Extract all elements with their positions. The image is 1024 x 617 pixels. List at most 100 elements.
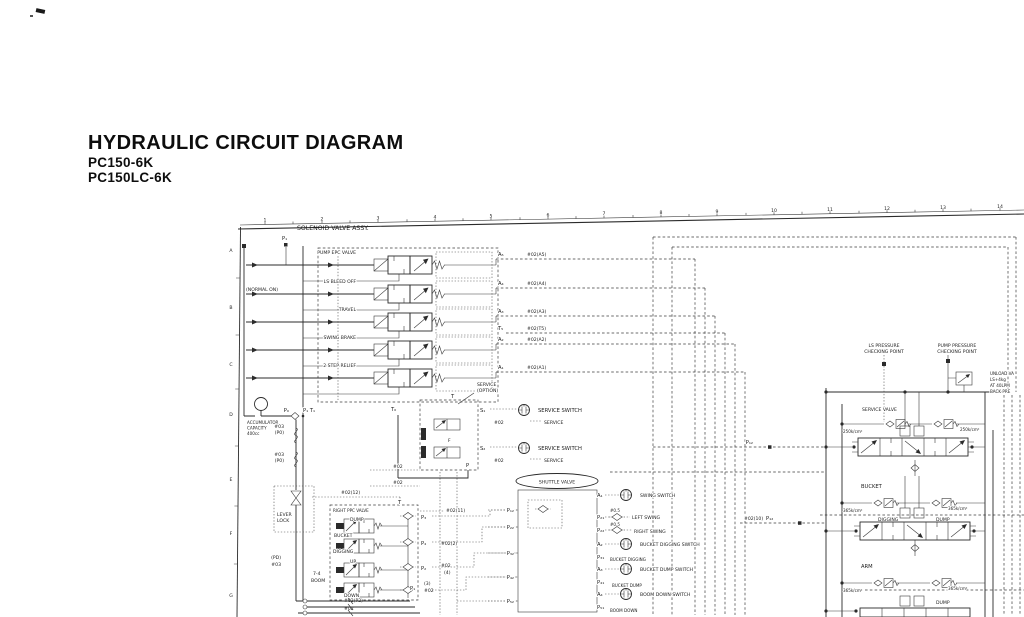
right-ppc-valve: RIGHT PPC VALVE T #02(11) DUMP BUCKET DI… xyxy=(310,499,518,613)
lever-lock-label-2: LOCK xyxy=(277,518,290,524)
relief-valve-icon xyxy=(885,419,912,429)
port-label: A₅ xyxy=(498,252,504,258)
ls-checking-point-label-1: LS PRESSURE xyxy=(868,343,899,349)
port-label-s2: S₂ xyxy=(480,446,485,452)
port-label-p12b: P₁₂ xyxy=(766,516,773,522)
model-name-2: PC150LC-6K xyxy=(88,170,173,185)
lever-lock-valve: LEVER LOCK (PD) #03 xyxy=(270,485,315,569)
wire-tag-3: (3) xyxy=(424,581,431,587)
pump-checking-point-label-2: CHECKING POINT xyxy=(937,349,977,355)
wire-tag-4: (4) xyxy=(444,570,451,576)
right-swing-label: RIGHT SWING xyxy=(634,529,666,535)
port-label-p3: P₃ xyxy=(421,515,426,521)
port-label-t2: T xyxy=(397,500,402,506)
shuttle-valve-block: SHUTTLE VALVE P₁₂ P₂₂ P₃₂ P₄₂ P₅₂ A₁ SWI… xyxy=(488,473,701,614)
page-title: HYDRAULIC CIRCUIT DIAGRAM xyxy=(88,132,404,154)
service-option-block: SERVICE (OPTION) T F P S₁ #02 SERVICE SW… xyxy=(397,381,582,479)
port-label-p41: P₄₁ xyxy=(597,580,604,586)
ruler-number: 8 xyxy=(660,210,663,216)
assembly-title: SOLENOID VALVE ASSY. xyxy=(297,225,369,232)
accumulator-label-2: CAPACITY xyxy=(247,426,267,431)
ruler-number: 1 xyxy=(264,218,267,224)
port-label-a3: A₃ xyxy=(597,567,603,573)
port-label-s1: S₁ xyxy=(480,408,485,414)
relief-valve-icon xyxy=(933,419,960,429)
port-label-p1b: P₁ xyxy=(410,586,415,592)
solenoid-valve-pump-epc: PUMP EPC VALVE xyxy=(246,249,497,282)
bucket-spool xyxy=(853,521,977,541)
ruler-number: 11 xyxy=(827,207,833,213)
bottom-hose-lines xyxy=(296,597,420,617)
ppc-section-ref: 7-4 xyxy=(313,571,321,577)
wire-tag: #02(A1) xyxy=(527,365,547,371)
ruler-number: 10 xyxy=(771,208,777,214)
ruler-number: 5 xyxy=(490,213,493,219)
port-label: A₂ xyxy=(498,337,504,343)
service-option-label-1: SERVICE xyxy=(477,382,496,388)
bucket-valve-section: BUCKET 365k/cm² 365k/cm² DIGGING DUMP xyxy=(826,476,985,556)
wire-tag: #02(A4) xyxy=(527,281,547,287)
relief-valve-icon xyxy=(873,578,900,588)
ruler-number: 3 xyxy=(377,215,380,221)
bucket-dump-switch-icon xyxy=(620,563,632,575)
service-valve-section: SERVICE VALVE 250k/cm² 250k/cm² xyxy=(826,392,985,476)
shuttle-title: SHUTTLE VALVE xyxy=(539,480,575,486)
service-switch-icon-1 xyxy=(518,404,530,416)
relief-setting-365: 365k/cm² xyxy=(948,586,968,591)
bucket-digging-switch-icon xyxy=(620,538,632,550)
solenoid-valve-ls-bleed-off: LS BLEED OFF xyxy=(246,278,497,311)
ppc-valve-boom-up xyxy=(335,562,383,578)
service-solenoid-1 xyxy=(433,418,461,431)
grid-letter: F xyxy=(230,531,233,537)
ruler-number: 4 xyxy=(434,214,437,220)
shuttle-port: P₄₂ xyxy=(507,575,514,581)
ppc-title: RIGHT PPC VALVE xyxy=(333,508,369,513)
lever-lock-label-1: LEVER xyxy=(277,512,293,518)
wire-tag-02a: #02 xyxy=(494,420,504,426)
ruler-number: 9 xyxy=(716,209,719,215)
swing-switch-icon xyxy=(620,489,632,501)
accumulator-label-1: ACCUMULATOR xyxy=(247,420,279,425)
spool-label-dump: DUMP xyxy=(936,517,950,523)
grid-letter: D xyxy=(229,412,233,418)
ppc-label-bucket: BUCKET xyxy=(334,533,353,539)
port-label-t0: T₀ xyxy=(390,407,396,413)
relief-setting-365: 365k/cm² xyxy=(843,588,863,593)
hose-tag-03: #03 xyxy=(274,424,284,430)
port-label-a2: A₂ xyxy=(597,542,603,548)
valve-name: SWING BRAKE xyxy=(324,335,357,341)
main-valve-bank: LS PRESSURE CHECKING POINT PUMP PRESSURE… xyxy=(824,342,1015,617)
ruler-number: 2 xyxy=(321,217,324,223)
arm-valve-section: ARM 365k/cm² 365k/cm² DUMP xyxy=(826,563,985,617)
port-label-a1: A₁ xyxy=(597,493,603,499)
port-label-p22: P₂₂ xyxy=(597,528,604,534)
port-label-p: P xyxy=(466,463,469,469)
title-block: HYDRAULIC CIRCUIT DIAGRAM PC150-6K PC150… xyxy=(88,132,404,185)
wire-tag-02e: #02 xyxy=(441,563,451,569)
service-valve-label: SERVICE VALVE xyxy=(862,407,897,413)
wire-tag-t5: #02(T5) xyxy=(527,326,546,332)
bucket-section-label: BUCKET xyxy=(861,484,883,490)
ruler-number: 6 xyxy=(547,212,550,218)
relief-setting-365: 365k/cm² xyxy=(843,508,863,513)
solenoid-valve-2-step-relief: 2 STEP RELIEF xyxy=(246,362,497,395)
port-node xyxy=(399,563,417,571)
shuttle-port: P₅₂ xyxy=(507,599,514,605)
ls-checking-point-label-2: CHECKING POINT xyxy=(864,349,904,355)
valve-name: PUMP EPC VALVE xyxy=(317,250,356,256)
wire-tag-02b: #02 xyxy=(494,458,504,464)
service-sub-label-1: SERVICE xyxy=(544,420,563,426)
hose-tag-03b: #03 xyxy=(274,452,284,458)
grid-letter: B xyxy=(229,305,232,311)
pd-note: (PD) xyxy=(271,555,281,561)
hose-tag-03-sub: (P0) xyxy=(275,430,284,436)
valve-name: 2 STEP RELIEF xyxy=(323,363,356,369)
port-node xyxy=(399,512,417,520)
bucket-digging-label: BUCKET DIGGING xyxy=(610,557,646,562)
service-switch-icon-2 xyxy=(518,442,530,454)
port-label-f: F xyxy=(448,438,451,444)
service-sub-label-2: SERVICE xyxy=(544,458,563,464)
port-label-p1: P₁ xyxy=(282,236,287,242)
